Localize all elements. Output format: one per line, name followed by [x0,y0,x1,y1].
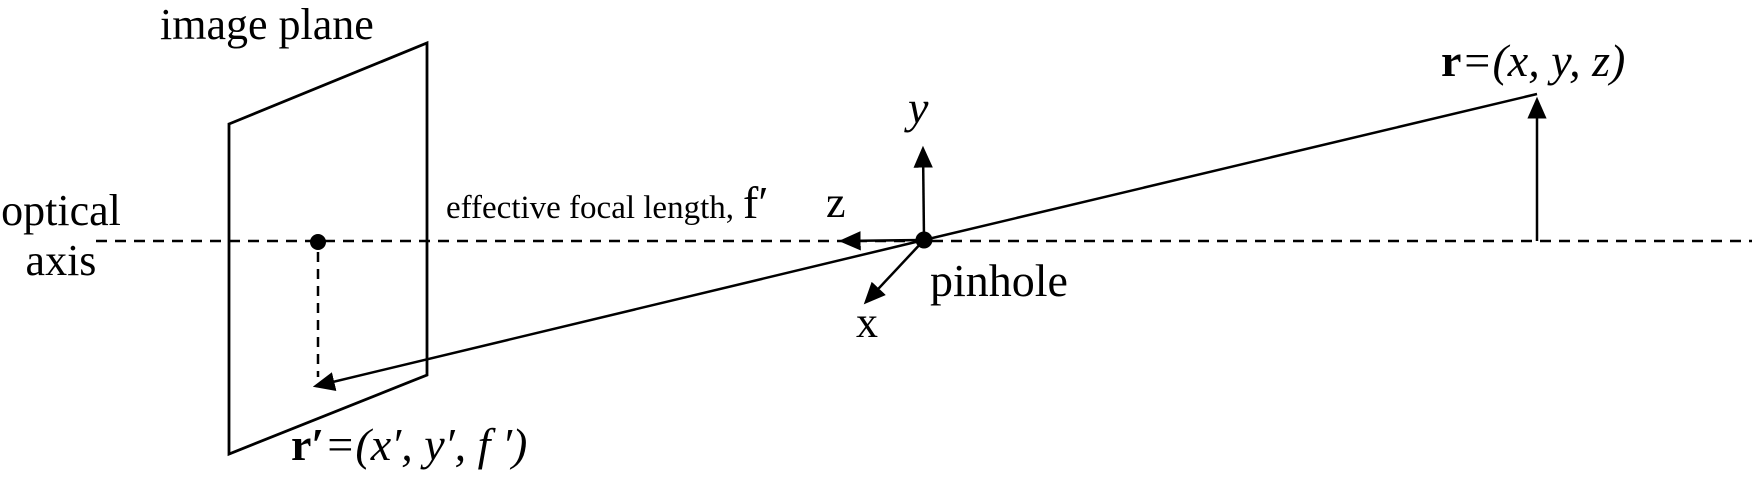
z-axis-arrow [838,231,925,251]
principal-point-dot [310,234,326,250]
y-axis-arrow [913,145,933,240]
effective-focal-length-text: effective focal length, [446,190,734,226]
optical-axis-label-line2: axis [25,236,97,285]
image-point-vector-symbol: r′ [291,419,325,470]
x-axis-label: x [856,298,878,347]
image-point-label: r′=(x′, y′, f ′) [291,419,527,472]
optical-axis-label-line1: optical [1,186,121,235]
z-axis-label: z [826,178,846,227]
effective-focal-length-label: effective focal length,f′ [446,177,768,230]
scene-point-vector-symbol: r [1441,35,1462,86]
image-plane-label: image plane [160,0,374,49]
projection-ray-image-segment [312,238,925,392]
x-axis-arrow [863,239,925,305]
y-axis-label: y [908,82,929,133]
pinhole-label: pinhole [930,255,1068,306]
image-point-equation: =(x′, y′, f ′) [324,419,528,470]
image-plane-shape [227,40,429,457]
scene-point-label: r=(x, y, z) [1441,35,1625,88]
pinhole-dot [915,231,933,249]
focal-length-symbol: f′ [743,177,769,228]
optical-axis-label: optical axis [0,186,122,286]
projection-ray-scene-segment [923,92,1538,242]
scene-point-equation: =(x, y, z) [1461,35,1626,86]
